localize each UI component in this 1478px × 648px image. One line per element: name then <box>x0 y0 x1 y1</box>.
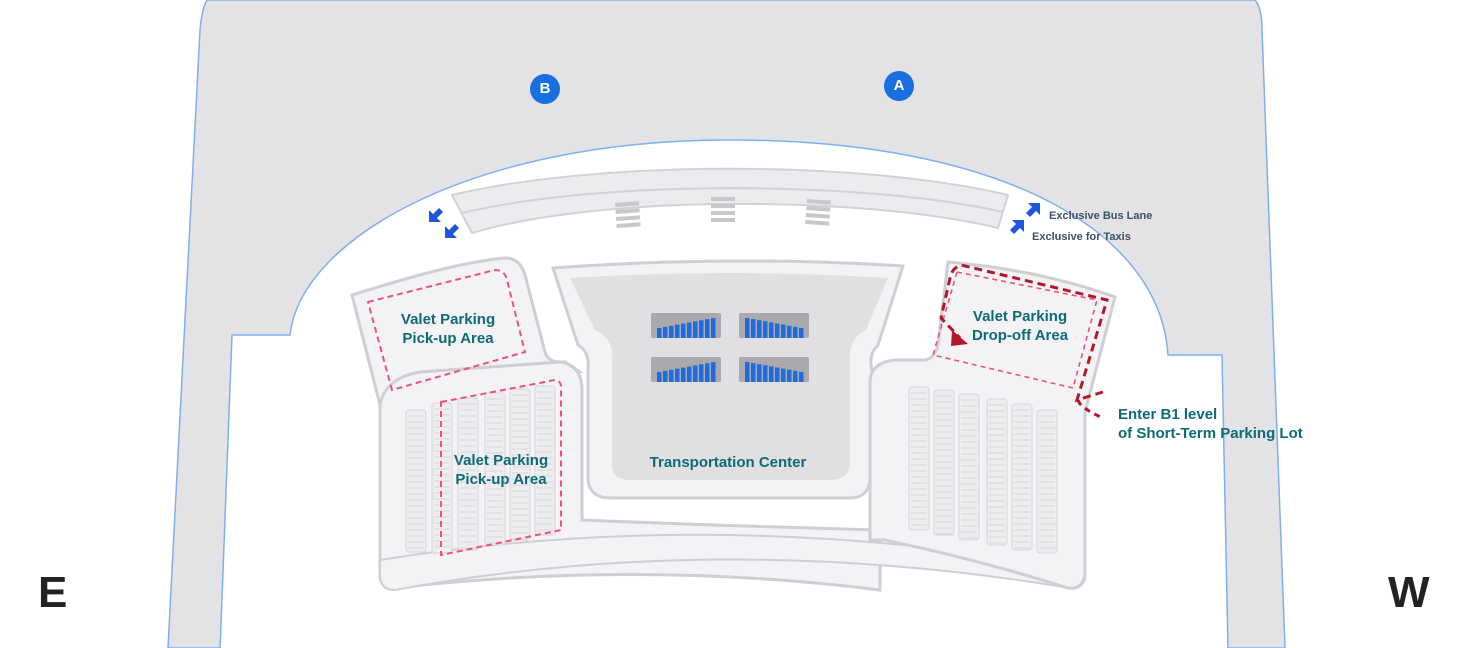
bus-bays <box>651 313 809 382</box>
valet-pickup-zone-upper <box>366 268 527 392</box>
bus-bay-bar <box>745 362 750 382</box>
bus-bay-bar <box>669 369 674 382</box>
bus-bay-bar <box>763 321 768 338</box>
bus-bay-bar <box>799 371 804 382</box>
parking-row <box>509 388 531 541</box>
parking-row <box>534 385 556 536</box>
bus-bay-bar <box>657 328 662 338</box>
west-label: W <box>1388 568 1430 617</box>
bus-bay-bar <box>799 327 804 338</box>
valet-dropoff-zone <box>931 271 1098 389</box>
bus-bay-bar <box>775 367 780 382</box>
bus-bay-bar <box>711 362 716 382</box>
bus-bay-bar <box>757 364 762 382</box>
bus-bay-bar <box>681 367 686 382</box>
bus-bay-bar <box>757 320 762 338</box>
bus-lane-label: Exclusive Bus Lane <box>1049 210 1153 222</box>
label-line: Pick-up Area <box>455 471 547 488</box>
bus-bay-bar <box>775 323 780 338</box>
gate-b-marker[interactable]: B <box>530 74 560 104</box>
crosswalks <box>615 197 831 228</box>
bus-bay-bar <box>669 325 674 338</box>
bus-bay-bar <box>711 318 716 338</box>
bus-bay-bar <box>693 321 698 338</box>
valet-pickup-zone-lower <box>440 378 562 557</box>
parking-row <box>986 398 1008 546</box>
bus-bay-bar <box>751 319 756 338</box>
bus-bay-bar <box>793 370 798 382</box>
bus-bay-bar <box>699 364 704 382</box>
bus-bay-bar <box>787 325 792 338</box>
parking-row <box>1011 403 1033 551</box>
label-line: Valet Parking <box>400 311 496 328</box>
bus-bay-bar <box>781 324 786 338</box>
valet-dropoff-label: Valet Parking Drop-off Area <box>960 307 1080 345</box>
label-line: of Short-Term Parking Lot <box>1118 425 1303 442</box>
bus-bay-bar <box>657 372 662 382</box>
bus-bay-bar <box>751 363 756 382</box>
bus-bay-bar <box>687 366 692 382</box>
bus-bay-bar <box>769 366 774 382</box>
bus-bay-bar <box>705 319 710 338</box>
entry-arrows-right <box>1010 203 1040 234</box>
bus-bay-bar <box>663 326 668 338</box>
bus-bay-bar <box>781 368 786 382</box>
bus-bay-bar <box>769 322 774 338</box>
exit-arrows-left <box>429 208 459 238</box>
label-line: Drop-off Area <box>971 327 1069 344</box>
parking-row <box>405 409 427 553</box>
bus-bay-bar <box>745 318 750 338</box>
transportation-center-label: Transportation Center <box>649 454 807 471</box>
label-line: Valet Parking <box>972 308 1068 325</box>
parking-row <box>958 393 980 541</box>
bus-bay-bar <box>693 365 698 382</box>
bus-bay-bar <box>705 363 710 382</box>
bus-bay-bar <box>687 322 692 338</box>
gate-a-marker[interactable]: A <box>884 71 914 101</box>
valet-pickup-lower-label: Valet Parking Pick-up Area <box>441 451 561 489</box>
bus-bay-bar <box>699 320 704 338</box>
east-label: E <box>38 568 68 617</box>
valet-pickup-upper-label: Valet Parking Pick-up Area <box>388 310 508 348</box>
bus-bay-bar <box>681 323 686 338</box>
enter-b1-label: Enter B1 level of Short-Term Parking Lot <box>1118 405 1303 443</box>
bus-bay-bar <box>763 365 768 382</box>
bus-bay-bar <box>787 369 792 382</box>
label-line: Enter B1 level <box>1118 406 1218 423</box>
bus-bay-bar <box>793 326 798 338</box>
label-line: Pick-up Area <box>402 330 494 347</box>
taxi-label: Exclusive for Taxis <box>1032 231 1131 243</box>
bus-bay-bar <box>663 370 668 382</box>
bus-bay-bar <box>675 368 680 382</box>
route-to-b1 <box>939 263 1109 403</box>
route-arrowhead <box>951 330 968 346</box>
parking-rows <box>405 385 1058 554</box>
bus-bay-bar <box>675 324 680 338</box>
label-line: Valet Parking <box>453 452 549 469</box>
